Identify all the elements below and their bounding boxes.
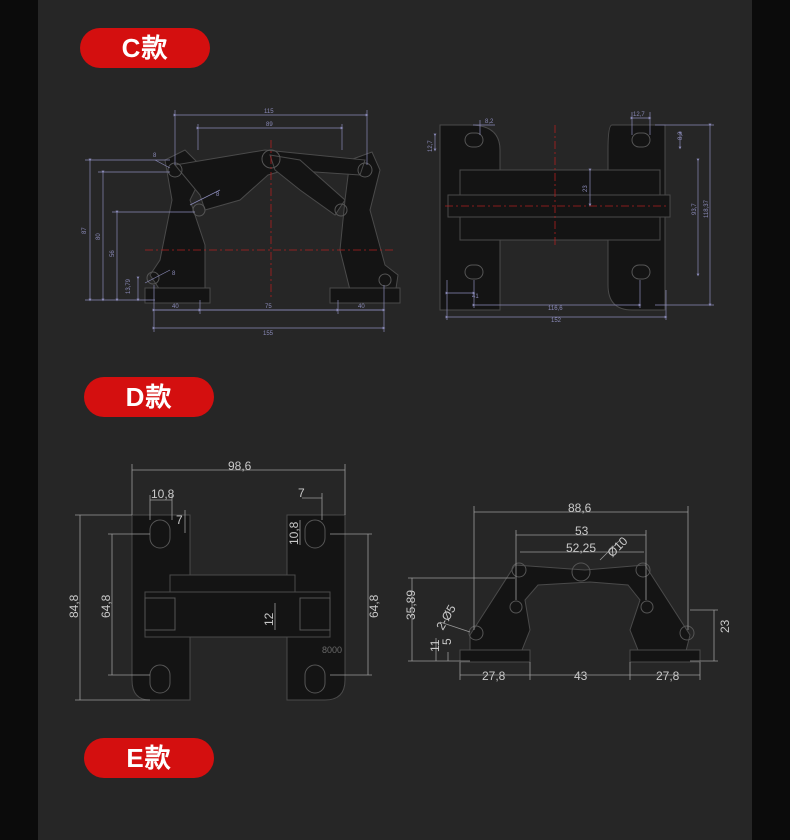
c-side-dim-152: 152 xyxy=(551,318,562,324)
badge-label-e: E款 xyxy=(126,743,172,773)
d-front-dim-2-diameter-5: 2-Ø5 xyxy=(433,602,459,632)
d-side-view: 98,6 10,8 7 7 10,8 84,8 64,8 64,8 12 800… xyxy=(67,459,381,701)
c-front-dim-75: 75 xyxy=(265,304,272,310)
d-front-dim-35-89: 35,89 xyxy=(404,590,418,620)
d-front-dim-diameter-10: Ø10 xyxy=(605,534,631,560)
d-front-dim-52-25: 52,25 xyxy=(566,541,596,555)
section-badge-c: C款 xyxy=(80,28,210,68)
d-side-dim-10-8-side: 10,8 xyxy=(287,521,301,545)
c-front-dim-diameter-8-mid: 8 xyxy=(216,192,220,198)
c-front-dim-56: 56 xyxy=(110,250,116,257)
section-badge-d: D款 xyxy=(84,377,214,417)
d-front-dim-43: 43 xyxy=(574,669,588,683)
d-side-dim-7-right: 7 xyxy=(298,486,305,500)
d-side-dim-64-8-right: 64,8 xyxy=(367,594,381,618)
d-front-dim-27-8-right: 27,8 xyxy=(656,669,680,683)
d-side-dim-98-6: 98,6 xyxy=(228,459,252,473)
d-front-dim-11: 11 xyxy=(428,639,442,652)
c-front-dim-40-right: 40 xyxy=(358,304,365,310)
c-front-dim-diameter-8-bottom: 8 xyxy=(172,271,176,277)
d-side-dim-10-8-top: 10,8 xyxy=(151,487,175,501)
d-side-stamp: 8000 xyxy=(322,645,342,655)
section-badge-e: E款 xyxy=(84,738,214,778)
d-front-view: 88,6 53 52,25 Ø10 2-Ø5 35,89 11 5 23 27,… xyxy=(404,501,732,683)
c-front-dim-87: 87 xyxy=(82,227,88,234)
d-side-dim-64-8-left: 64,8 xyxy=(99,594,113,618)
d-side-dim-7-left: 7 xyxy=(176,513,183,527)
c-front-dim-89: 89 xyxy=(266,122,273,128)
d-front-dim-5: 5 xyxy=(440,638,454,645)
c-side-dim-41: 41 xyxy=(472,294,479,300)
d-front-dim-53: 53 xyxy=(575,524,589,538)
c-side-dim-118-37: 118,37 xyxy=(704,199,710,218)
c-side-view: 12,7 8,2 12,7 8,2 23 93,7 118,37 41 116,… xyxy=(428,112,714,324)
c-front-dim-13-79: 13,79 xyxy=(126,278,132,294)
c-front-dim-155: 155 xyxy=(263,331,274,337)
c-side-dim-12-7-right: 12,7 xyxy=(633,112,645,118)
c-front-dim-40-left: 40 xyxy=(172,304,179,310)
badge-label-c: C款 xyxy=(121,33,169,63)
c-side-dim-93-7: 93,7 xyxy=(692,203,698,215)
d-side-dim-84-8: 84,8 xyxy=(67,594,81,618)
c-side-dim-12-7-left: 12,7 xyxy=(428,140,434,152)
d-front-dim-88-6: 88,6 xyxy=(568,501,592,515)
c-side-dim-8-2-left: 8,2 xyxy=(485,119,494,125)
d-front-dim-23: 23 xyxy=(718,619,732,633)
c-front-view: 115 89 87 80 56 13,79 40 75 40 155 8 8 8 xyxy=(82,109,401,337)
d-front-dim-27-8-left: 27,8 xyxy=(482,669,506,683)
c-front-dim-115: 115 xyxy=(264,109,274,115)
d-side-dim-12: 12 xyxy=(262,612,276,626)
c-side-dim-23: 23 xyxy=(583,185,589,192)
badge-label-d: D款 xyxy=(125,382,173,412)
c-front-dim-diameter-8-top: 8 xyxy=(153,153,157,159)
c-side-dim-8-2-right: 8,2 xyxy=(678,131,684,140)
c-side-dim-116-6: 116,6 xyxy=(548,306,563,312)
c-front-dim-80: 80 xyxy=(96,233,102,240)
